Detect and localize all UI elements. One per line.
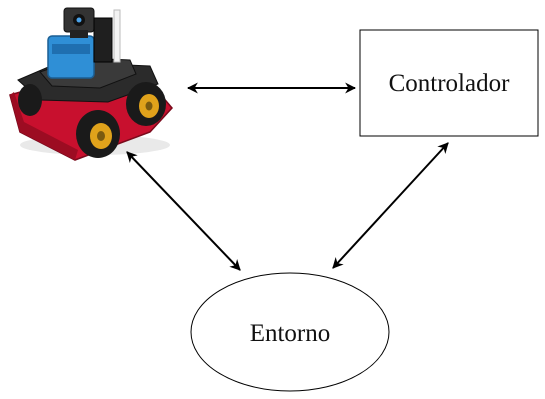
controller-node: Controlador (359, 29, 539, 137)
controller-box (359, 29, 539, 137)
controller-environment-arrow (332, 142, 449, 269)
environment-ellipse (190, 272, 390, 392)
environment-label: Entorno (250, 320, 331, 347)
mobile-robot-icon (9, 7, 174, 161)
robot-environment-arrow (126, 151, 241, 271)
environment-node: Entorno (190, 272, 390, 392)
controller-label: Controlador (389, 70, 510, 97)
